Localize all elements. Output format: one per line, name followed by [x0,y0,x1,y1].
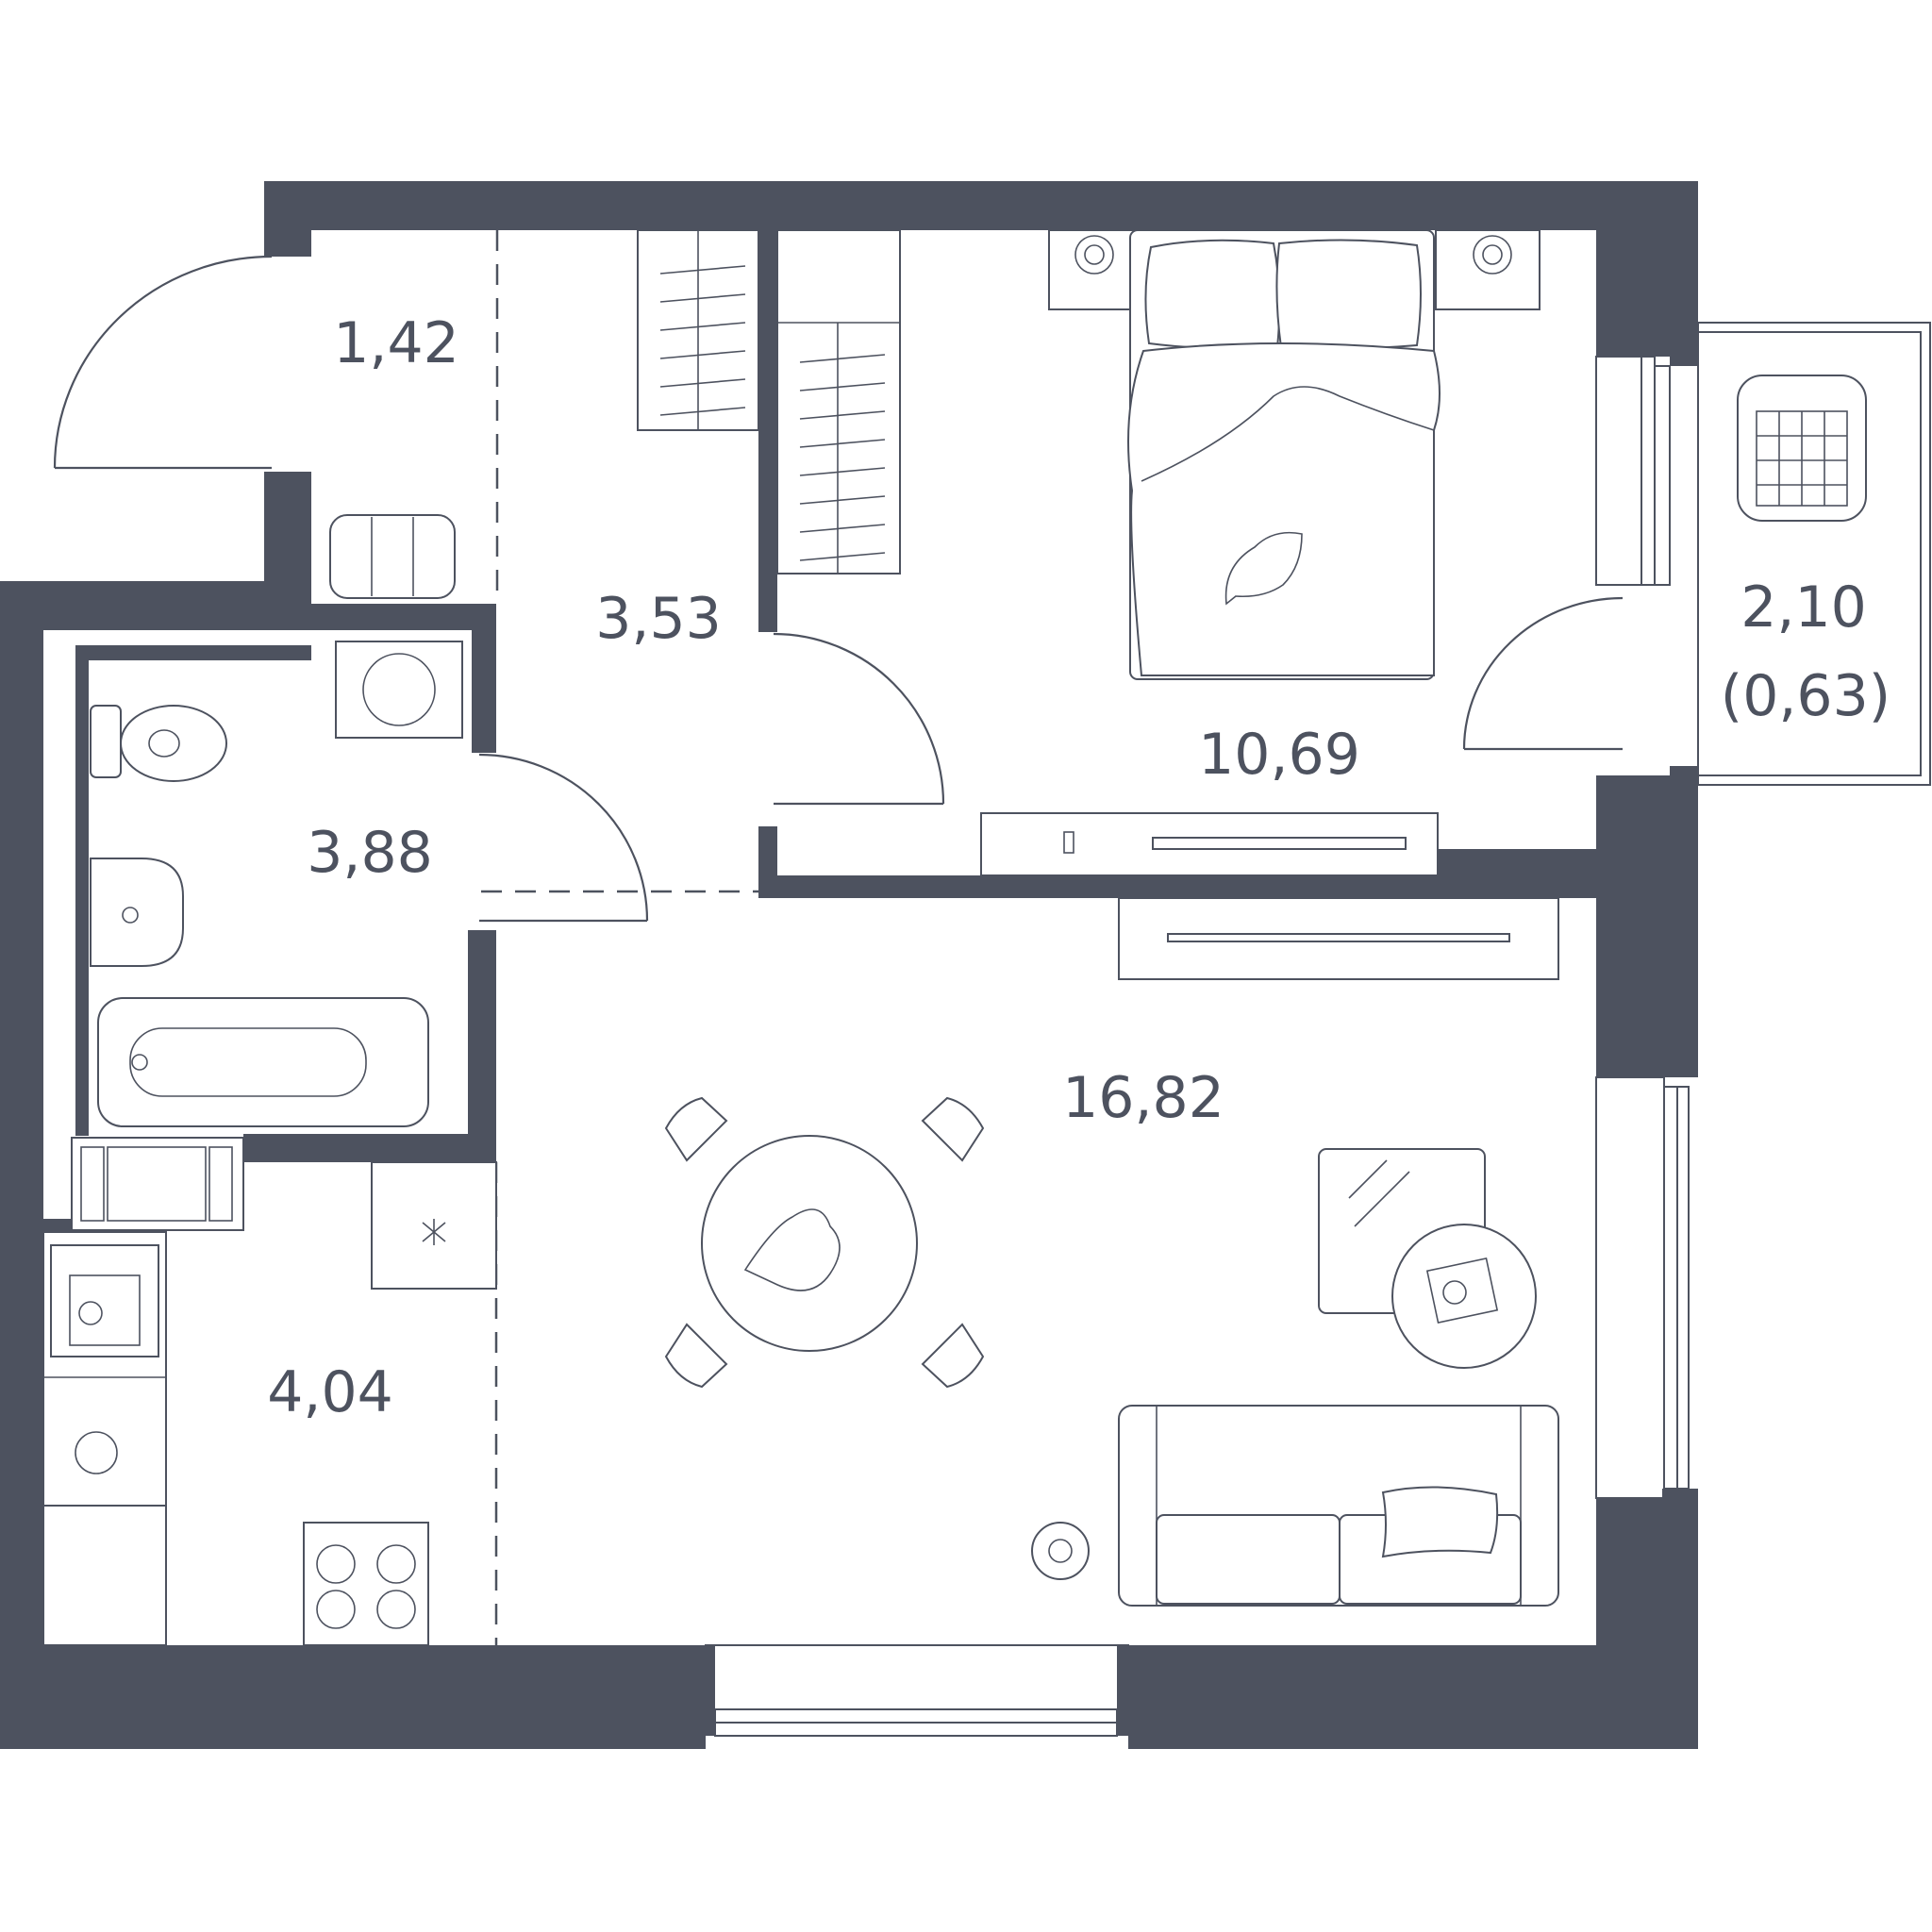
bedroom-wardrobe [776,229,901,575]
window-balcony [1595,356,1671,586]
vestibule-bench [329,514,456,599]
area-living: 16,82 [1062,1065,1224,1131]
coffee-table [1391,1224,1537,1369]
bathtub [97,997,429,1127]
washing-machine [335,641,463,739]
toilet [90,705,227,782]
area-bedroom: 10,69 [1198,722,1360,788]
door-entrance [53,255,273,470]
area-bathroom: 3,88 [307,820,433,886]
fridge [371,1161,497,1290]
bathroom-shelf [71,1137,244,1231]
area-balcony: 2,10 [1740,575,1867,641]
bedroom-tv-stand [980,812,1439,876]
door-bathroom [478,753,649,923]
area-kitchen: 4,04 [267,1359,393,1425]
sofa [1118,1405,1559,1607]
sink [90,858,184,967]
balcony-outline [1697,322,1931,786]
stove [303,1522,429,1646]
dining-table [664,1096,985,1389]
zone-dividers [481,230,758,1645]
area-vestibule: 1,42 [333,310,459,376]
floor-lamp [1031,1522,1090,1580]
kitchen-counter [42,1231,167,1646]
living-tv-stand [1118,897,1559,980]
window-living-bottom [705,1644,1129,1737]
area-hall: 3,53 [595,586,722,652]
window-living-right [1595,1076,1690,1499]
bed [1048,229,1541,680]
walls [0,181,1698,1749]
balcony-chair [1737,375,1867,522]
door-bedroom [773,632,945,806]
door-balcony [1462,596,1624,751]
area-balcony-reduced: (0,63) [1721,663,1890,729]
hall-wardrobe [637,229,759,431]
